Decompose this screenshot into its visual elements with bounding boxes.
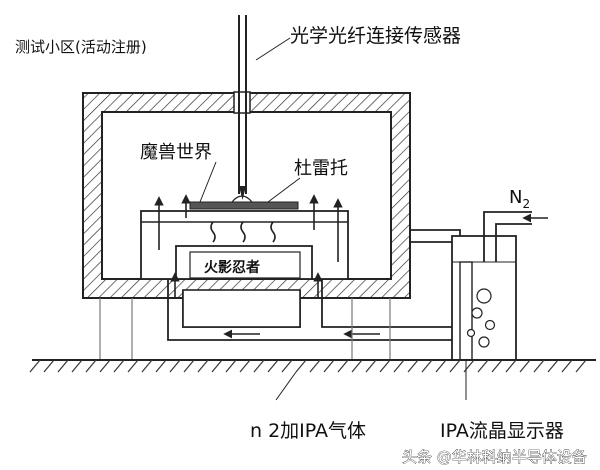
ground-hatch-mark bbox=[575, 359, 587, 373]
upflow-arrows bbox=[154, 194, 343, 298]
watermark: 头条 @华林科纳半导体设备 bbox=[402, 448, 587, 466]
wafer-label: 杜雷托 bbox=[294, 158, 348, 179]
n2-symbol: N bbox=[509, 187, 522, 208]
fiber-sensor-label: 光学光纤连接传感器 bbox=[290, 25, 461, 47]
ground-hatch-mark bbox=[113, 359, 125, 373]
ground-hatch-mark bbox=[225, 359, 237, 373]
ground-hatch-mark bbox=[295, 359, 307, 373]
ground-hatch-mark bbox=[365, 359, 377, 373]
ground-hatch-mark bbox=[281, 359, 293, 373]
gas-mix-label: n 2加IPA气体 bbox=[250, 420, 366, 442]
ground-hatch-mark bbox=[43, 359, 55, 373]
ground-hatch-mark bbox=[533, 359, 545, 373]
watermark-text: 华林科纳半导体设备 bbox=[452, 448, 587, 466]
ground-hatch-mark bbox=[505, 359, 517, 373]
ground-hatch-mark bbox=[211, 359, 223, 373]
n2-inlet-pipe bbox=[410, 211, 548, 262]
ground-hatch-mark bbox=[337, 359, 349, 373]
gas-duct bbox=[167, 279, 458, 341]
ground-hatch-mark bbox=[351, 359, 363, 373]
ground-hatch-mark bbox=[169, 359, 181, 373]
ground-hatch-mark bbox=[379, 359, 391, 373]
ground-hatch-mark bbox=[239, 359, 251, 373]
n2-subscript: 2 bbox=[522, 197, 530, 211]
ground-hatch-mark bbox=[71, 359, 83, 373]
ground-hatch-mark bbox=[57, 359, 69, 373]
ground-hatch-mark bbox=[407, 359, 419, 373]
ground-hatch-mark bbox=[155, 359, 167, 373]
ground bbox=[29, 359, 596, 373]
optical-fiber bbox=[238, 15, 291, 200]
top-left-note: 测试小区(活动注册) bbox=[15, 38, 147, 56]
ground-hatch-mark bbox=[491, 359, 503, 373]
ground-hatch-mark bbox=[435, 359, 447, 373]
ground-hatch-mark bbox=[29, 359, 41, 373]
ground-hatch-mark bbox=[449, 359, 461, 373]
chamber-label: 魔兽世界 bbox=[140, 142, 212, 163]
ground-hatch-mark bbox=[477, 359, 489, 373]
ground-hatch-mark bbox=[393, 359, 405, 373]
ground-hatch bbox=[29, 359, 587, 373]
n2-label: N2 bbox=[509, 187, 530, 211]
leader-lines bbox=[199, 161, 467, 401]
wafer-plate bbox=[189, 195, 299, 210]
ground-hatch-mark bbox=[561, 359, 573, 373]
ground-hatch-mark bbox=[267, 359, 279, 373]
ipa-tank-label: IPA流晶显示器 bbox=[440, 420, 564, 442]
ground-hatch-mark bbox=[253, 359, 265, 373]
ground-hatch-mark bbox=[519, 359, 531, 373]
ground-hatch-mark bbox=[127, 359, 139, 373]
support-legs bbox=[99, 298, 391, 360]
ground-hatch-mark bbox=[197, 359, 209, 373]
ground-hatch-mark bbox=[547, 359, 559, 373]
ground-hatch-mark bbox=[85, 359, 97, 373]
watermark-prefix: 头条 @ bbox=[402, 448, 452, 466]
ground-hatch-mark bbox=[183, 359, 195, 373]
ground-hatch-mark bbox=[141, 359, 153, 373]
ground-hatch-mark bbox=[421, 359, 433, 373]
ground-hatch-mark bbox=[323, 359, 335, 373]
heater-label: 火影忍者 bbox=[204, 260, 260, 276]
ground-hatch-mark bbox=[99, 359, 111, 373]
ground-hatch-mark bbox=[309, 359, 321, 373]
